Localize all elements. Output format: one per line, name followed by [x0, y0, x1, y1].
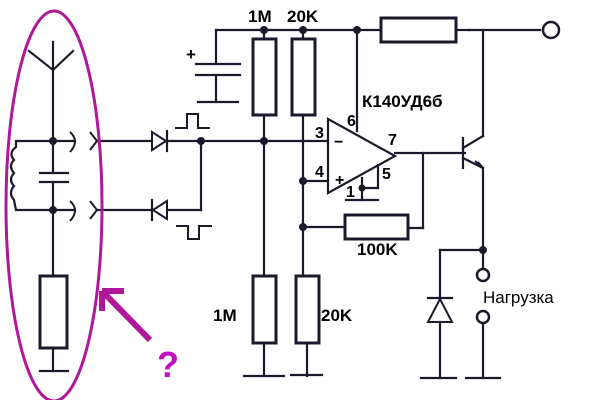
load-terminal-bottom[interactable]	[475, 309, 491, 325]
lc-capacitor	[38, 139, 70, 212]
load-terminal-top[interactable]	[475, 267, 491, 283]
antenna-icon	[27, 40, 75, 142]
resistor-20k-bottom	[294, 274, 321, 345]
electrolytic-capacitor: +	[186, 28, 242, 104]
junction-dot	[299, 177, 307, 185]
pulse-negative-icon	[176, 225, 212, 240]
power-terminal[interactable]	[541, 20, 561, 40]
capacitor-polarity: +	[186, 45, 196, 64]
pin-5-label: 5	[382, 166, 391, 183]
label-1m-bottom: 1M	[213, 306, 237, 325]
resistor-20k-top	[290, 37, 317, 117]
diode-bottom	[150, 198, 203, 222]
question-mark: ?	[157, 344, 179, 385]
op-amp: 3 − 4 + 6 7 5 1 К140УД6б	[298, 28, 443, 202]
feedback-resistor	[343, 213, 410, 241]
pin-1-label: 1	[346, 184, 355, 201]
transistor-npn-icon	[461, 28, 485, 252]
label-20k-bottom: 20K	[321, 306, 353, 325]
label-100k: 100K	[357, 240, 398, 259]
pin-3-label: 3	[315, 125, 324, 142]
pin-4-label: 4	[315, 164, 324, 181]
input-section	[9, 40, 154, 373]
junction-dot	[299, 223, 307, 231]
resistor-1m-bottom	[251, 274, 278, 345]
label-20k-top: 20K	[287, 7, 319, 26]
opamp-part-number: К140УД6б	[362, 92, 443, 111]
diode-top	[151, 129, 302, 153]
connector-top	[51, 131, 154, 153]
pin-7-label: 7	[388, 132, 397, 149]
load-label: Нагрузка	[483, 288, 554, 307]
resistor-1m-top	[251, 37, 278, 117]
pin-6-label: 6	[347, 113, 356, 130]
connector-bottom	[51, 200, 154, 222]
sensor-resistor	[38, 274, 69, 350]
inverting-sign: −	[334, 134, 343, 151]
pulse-positive-icon	[175, 113, 210, 129]
label-1m-top: 1M	[248, 7, 272, 26]
junction-dot	[197, 137, 205, 145]
highlight-ellipse	[4, 9, 104, 400]
non-inverting-sign: +	[335, 172, 344, 189]
top-series-resistor	[379, 16, 458, 44]
inductor-coil	[9, 139, 55, 212]
protection-diode	[419, 248, 485, 380]
junction-dot	[260, 137, 268, 145]
pointer-arrow-icon	[99, 288, 153, 343]
